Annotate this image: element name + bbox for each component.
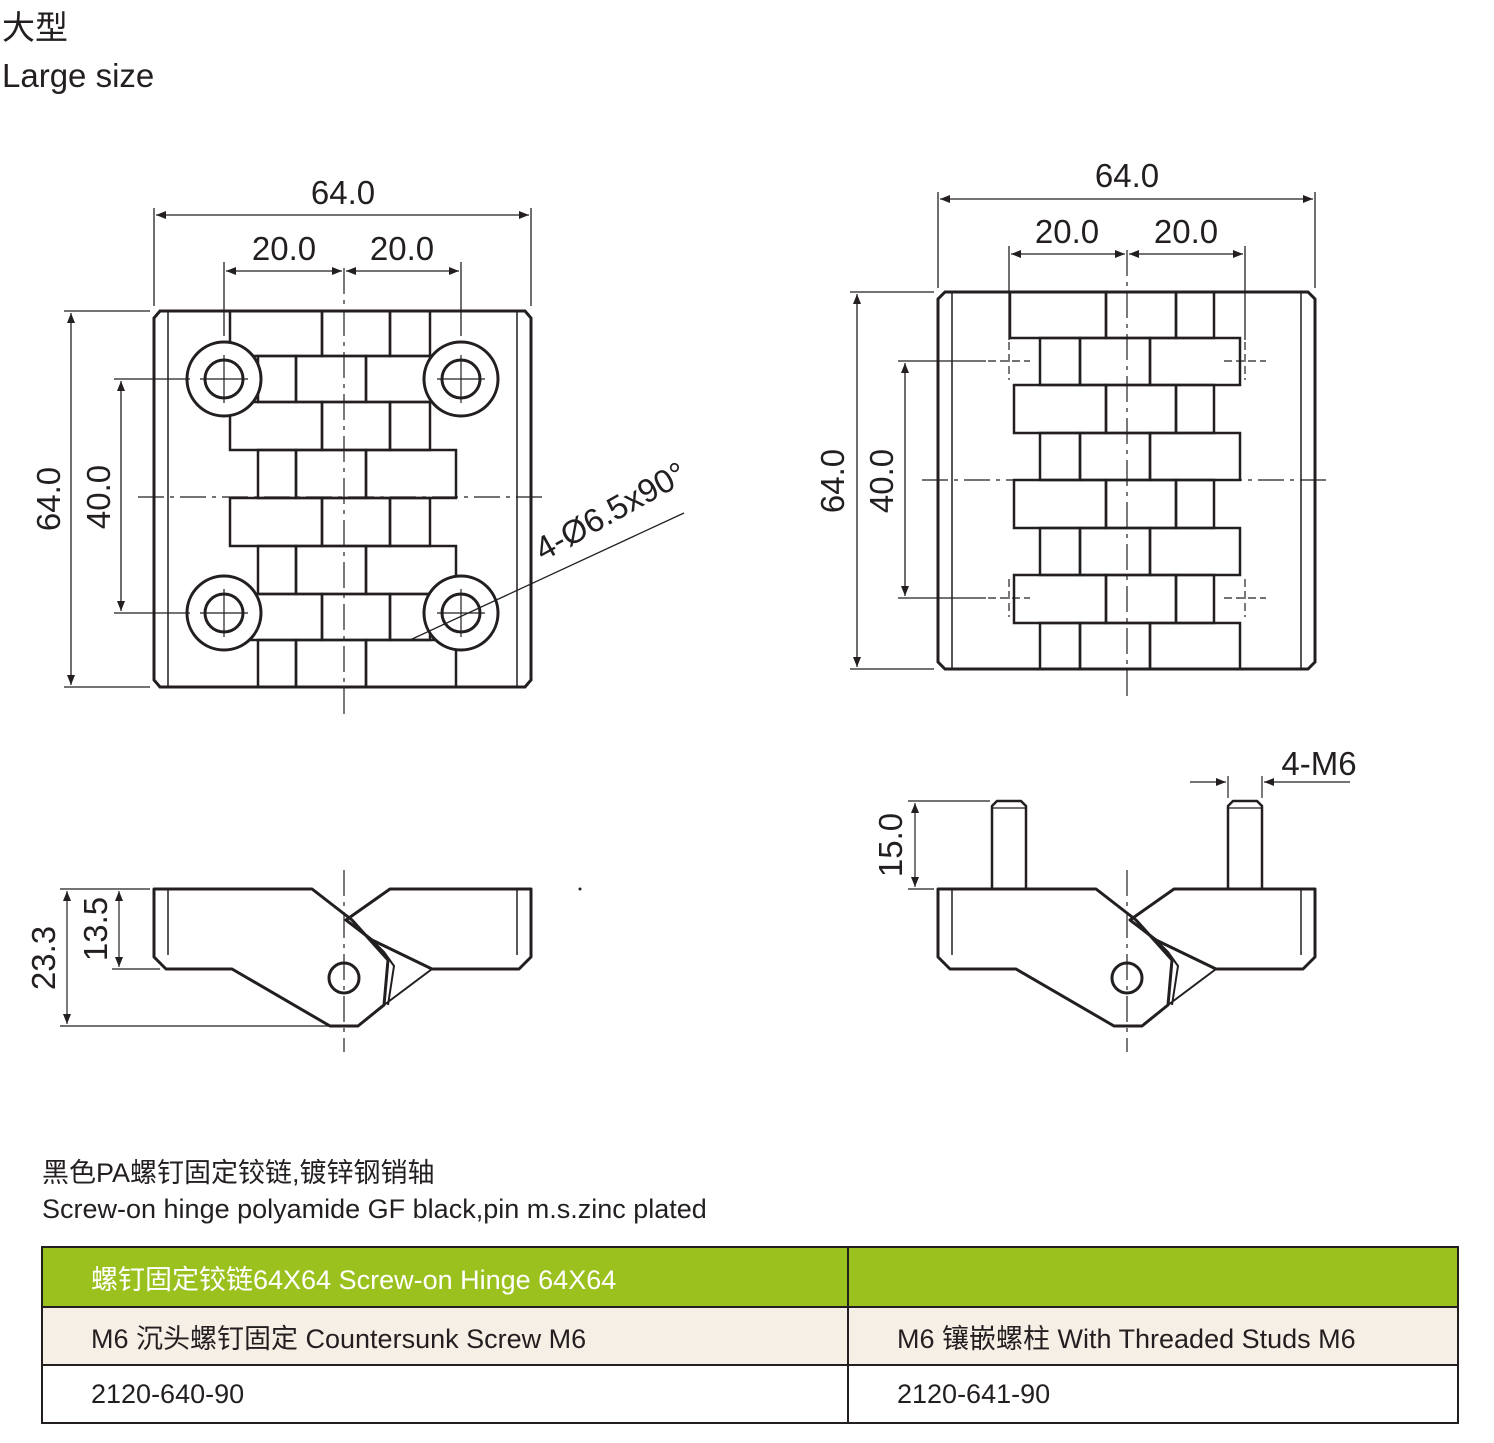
dim-stud-spacing: 40.0 [863,449,900,513]
front-view-countersunk [64,208,685,718]
side-view-countersunk-labels: 23.3 13.5 [25,897,114,990]
dim-width-right: 64.0 [1095,157,1159,194]
technical-drawing: 64.0 20.0 20.0 64.0 40.0 4-Ø6.5x90° [25,157,1357,1052]
spec-col1-code: 2120-640-90 [41,1364,849,1424]
dim-half-left-a: 20.0 [252,230,316,267]
spec-table-code-row: 2120-640-90 2120-641-90 [41,1364,1459,1424]
spec-table-header-right [847,1246,1459,1308]
dim-hole-spacing: 40.0 [80,465,117,529]
spec-table-title-row: M6 沉头螺钉固定 Countersunk Screw M6 M6 镶嵌螺柱 W… [41,1306,1459,1366]
side-view-threaded-studs [908,776,1350,1052]
side-view-countersunk [60,870,582,1052]
dim-width-left: 64.0 [311,174,375,211]
title-english: Large size [2,57,155,94]
side-view-threaded-studs-labels: 15.0 4-M6 [872,745,1357,877]
dim-height-left: 64.0 [30,467,67,531]
spec-col1-title: M6 沉头螺钉固定 Countersunk Screw M6 [41,1306,849,1366]
dim-half-left-b: 20.0 [370,230,434,267]
title-chinese: 大型 [2,9,68,46]
dim-hole-note: 4-Ø6.5x90° [528,454,692,567]
dim-thread: 4-M6 [1281,745,1356,782]
front-view-threaded-studs [850,192,1332,700]
front-view-threaded-studs-labels: 64.0 20.0 20.0 64.0 40.0 [814,157,1218,513]
spec-table-header-row: 螺钉固定铰链64X64 Screw-on Hinge 64X64 [41,1246,1459,1308]
spec-table: 螺钉固定铰链64X64 Screw-on Hinge 64X64 M6 沉头螺钉… [41,1246,1459,1424]
dim-half-right-a: 20.0 [1035,213,1099,250]
front-view-countersunk-labels: 64.0 20.0 20.0 64.0 40.0 4-Ø6.5x90° [30,174,693,568]
description-chinese: 黑色PA螺钉固定铰链,镀锌钢销轴 [42,1158,435,1188]
dim-leaf-height: 13.5 [77,897,114,961]
spec-col2-title: M6 镶嵌螺柱 With Threaded Studs M6 [847,1306,1459,1366]
description-english: Screw-on hinge polyamide GF black,pin m.… [42,1194,707,1224]
dim-half-right-b: 20.0 [1154,213,1218,250]
dim-height-right: 64.0 [814,449,851,513]
dim-stud-height: 15.0 [872,813,909,877]
spec-table-header: 螺钉固定铰链64X64 Screw-on Hinge 64X64 [41,1246,849,1308]
dim-total-height: 23.3 [25,926,62,990]
spec-col2-code: 2120-641-90 [847,1364,1459,1424]
